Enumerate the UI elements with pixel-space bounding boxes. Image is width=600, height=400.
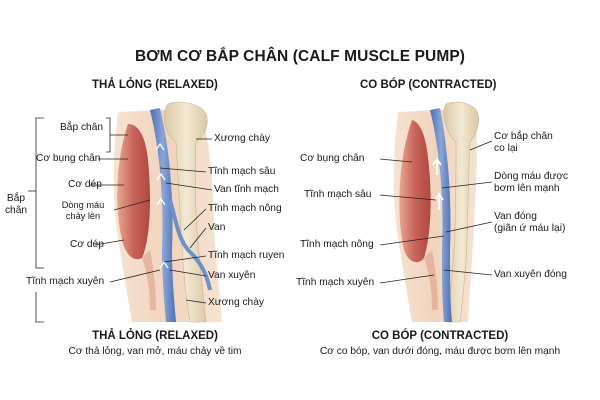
label-dong-mau-right: Dòng máu được bơm lên mạnh xyxy=(494,171,568,195)
right-leader-lines xyxy=(379,140,493,284)
label-tinh-mach-sau-right: Tĩnh mạch sâu xyxy=(304,189,372,200)
right-leg xyxy=(393,101,479,323)
label-van: Van xyxy=(208,222,226,233)
label-tinh-mach-xuyen-right: Tĩnh mạch xuyên xyxy=(296,277,375,288)
left-gastrocnemius-muscle xyxy=(117,124,150,260)
label-van-dong-line1: Van đóng xyxy=(494,211,537,222)
right-tibia-bone xyxy=(443,101,479,323)
label-tinh-mach-sau-left: Tĩnh mạch sâu xyxy=(208,166,276,177)
left-tibia-bone xyxy=(164,101,208,323)
label-co-bap-chan-co-lai: Cơ bắp chân co lại xyxy=(494,131,553,155)
label-van-xuyen: Van xuyên xyxy=(208,270,256,281)
label-bap-chan-side-line2: chân xyxy=(4,205,28,216)
label-co-dep-bottom: Cơ dép xyxy=(70,239,104,250)
left-heading: THẢ LỎNG (RELAXED) xyxy=(92,79,218,91)
label-xuong-chay-top: Xương chày xyxy=(214,133,270,144)
label-co-bung-chan-right: Cơ bụng chân xyxy=(300,153,365,164)
right-gastrocnemius-muscle xyxy=(399,120,431,263)
label-dong-mau-right-line2: bơm lên mạnh xyxy=(494,183,560,194)
label-dong-mau-left-line1: Dòng máu xyxy=(61,200,105,210)
label-bap-chan-side: Bắp chân xyxy=(2,193,30,217)
label-co-dep-top: Cơ dép xyxy=(68,179,102,190)
left-caption-title: THẢ LỎNG (RELAXED) xyxy=(92,330,218,342)
label-tinh-mach-ruyen: Tĩnh mạch ruyen xyxy=(208,250,285,261)
left-caption-desc: Cơ thả lỏng, van mở, máu chảy về tim xyxy=(68,346,242,357)
page-title: BƠM CƠ BẮP CHÂN (CALF MUSCLE PUMP) xyxy=(134,48,466,65)
label-van-dong-line2: (giãn ứ máu lại) xyxy=(494,223,566,234)
label-co-bap-chan-line2: co lại xyxy=(494,143,518,154)
label-dong-mau-right-line1: Dòng máu được xyxy=(494,171,569,182)
label-xuong-chay-bottom: Xương chày xyxy=(208,297,264,308)
right-heading: CO BÓP (CONTRACTED) xyxy=(360,79,497,91)
left-deep-vein xyxy=(150,108,176,322)
label-bap-chan: Bắp chân xyxy=(60,122,104,133)
label-van-xuyen-dong: Van xuyên đóng xyxy=(494,269,567,280)
right-deep-vein xyxy=(430,108,452,322)
right-caption-desc: Cơ co bóp, van dưới đóng, máu được bơm l… xyxy=(319,346,561,357)
left-leg xyxy=(113,101,222,323)
label-van-dong: Van đóng (giãn ứ máu lại) xyxy=(494,211,565,235)
label-co-bap-chan-line1: Cơ bắp chân xyxy=(494,131,553,142)
label-tinh-mach-nong-right: Tĩnh mạch nông xyxy=(300,239,374,250)
label-tinh-mach-nong-left: Tĩnh mạch nông xyxy=(208,203,282,214)
label-van-tinh-mach: Van tĩnh mạch xyxy=(214,184,279,195)
left-superficial-vein xyxy=(168,199,212,291)
label-tinh-mach-xuyen-left: Tĩnh mạch xuyên xyxy=(26,276,105,287)
label-bap-chan-side-line1: Bắp xyxy=(6,193,26,204)
label-co-bung-chan-left: Cơ bụng chân xyxy=(36,153,101,164)
right-caption-title: CO BÓP (CONTRACTED) xyxy=(371,330,509,342)
label-dong-mau-left-line2: chảy lên xyxy=(65,210,101,221)
label-dong-mau-left: Dòng máu chảy lên xyxy=(52,200,114,221)
left-leader-lines xyxy=(28,117,213,323)
